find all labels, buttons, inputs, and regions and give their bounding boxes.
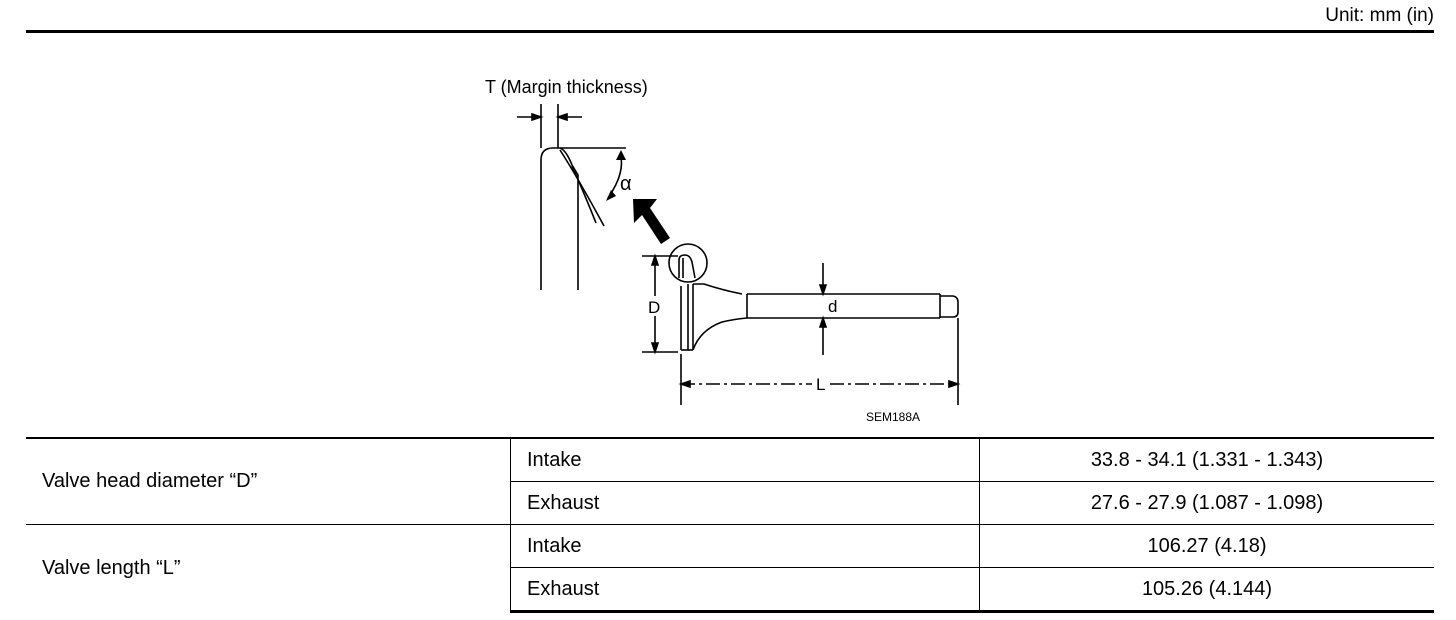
table-row: Exhaust 105.26 (4.144) (26, 567, 1434, 613)
type-label: Intake (510, 524, 980, 568)
valve-spec-table: Valve head diameter “D” Intake 33.8 - 34… (26, 437, 1434, 613)
head-diameter-label: D (648, 298, 660, 317)
valve-diagram: T (Margin thickness) α D d L SEM188A (485, 77, 961, 424)
top-rule (26, 30, 1434, 33)
figure-code: SEM188A (866, 410, 920, 424)
value-cell: 105.26 (4.144) (979, 567, 1434, 613)
unit-label: Unit: mm (in) (1325, 5, 1434, 26)
margin-detail (517, 104, 626, 290)
table-row: Exhaust 27.6 - 27.9 (1.087 - 1.098) (26, 481, 1434, 525)
margin-thickness-label: T (Margin thickness) (485, 77, 648, 97)
type-label: Exhaust (510, 481, 980, 525)
valve-outline (668, 243, 959, 351)
value-cell: 27.6 - 27.9 (1.087 - 1.098) (979, 481, 1434, 525)
angle-alpha-label: α (620, 173, 632, 195)
length-label: L (816, 375, 825, 394)
table-row: Valve length “L” Intake 106.27 (4.18) (26, 524, 1434, 612)
detail-arrow (633, 199, 670, 244)
item-label: Valve length “L” (26, 524, 511, 612)
stem-diameter-label: d (828, 297, 837, 316)
value-cell: 33.8 - 34.1 (1.331 - 1.343) (979, 437, 1434, 482)
dimension-lines (642, 253, 961, 405)
type-label: Exhaust (510, 567, 980, 613)
item-label: Valve head diameter “D” (26, 437, 511, 525)
type-label: Intake (510, 437, 980, 482)
table-row: Valve head diameter “D” Intake 33.8 - 34… (26, 437, 1434, 525)
value-cell: 106.27 (4.18) (979, 524, 1434, 568)
